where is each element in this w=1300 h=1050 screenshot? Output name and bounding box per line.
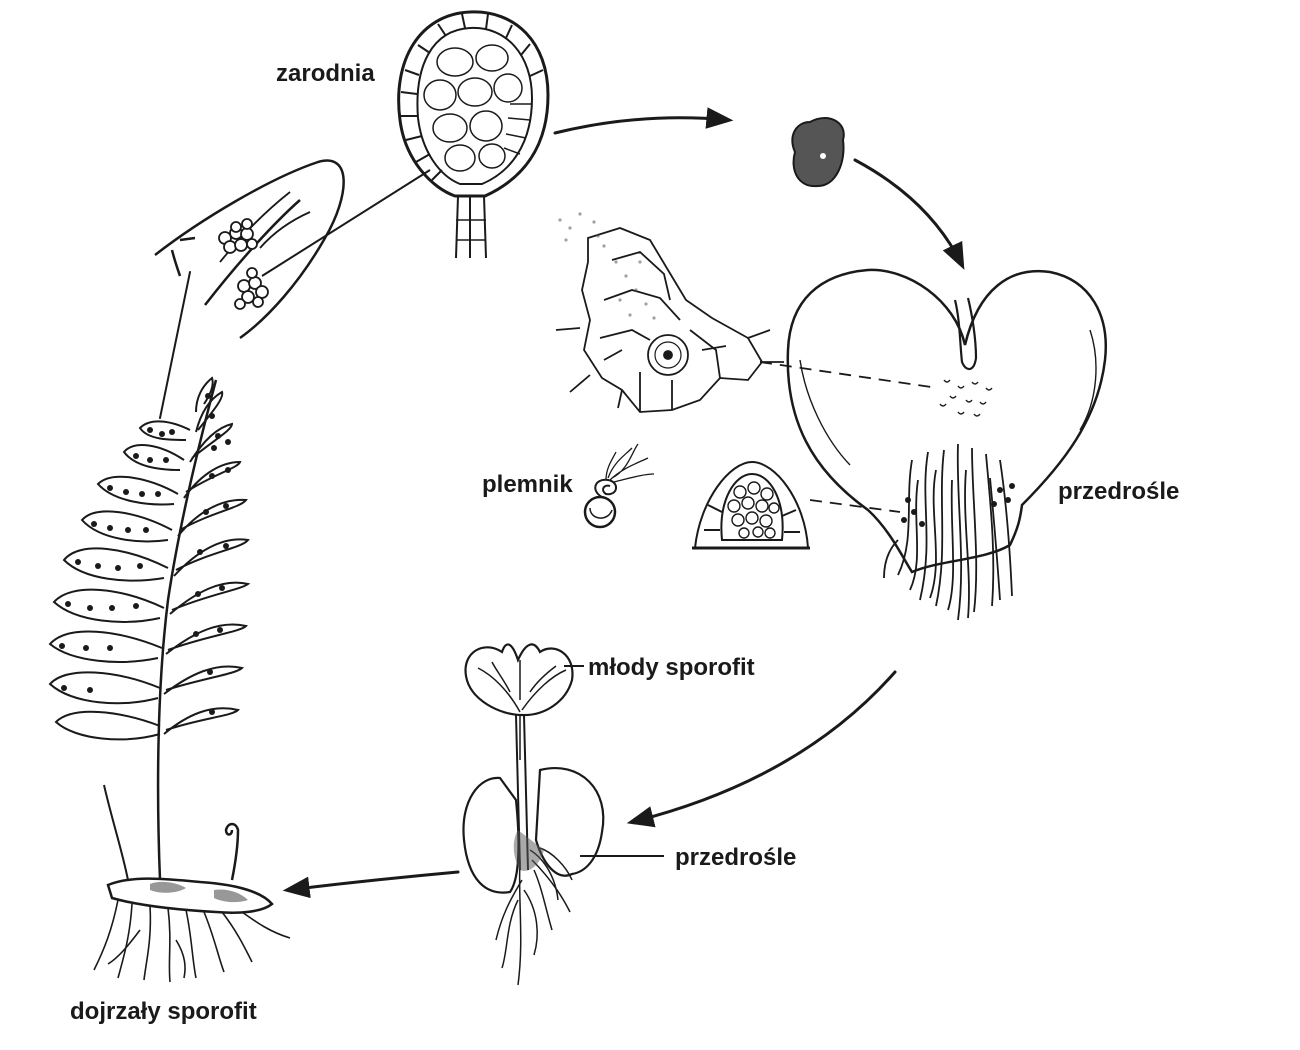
sporangium-drawing [397, 10, 550, 259]
arrow-sporangium-to-spore [553, 107, 734, 135]
spore-drawing [791, 117, 845, 188]
arrow-mature-to-sori-line [159, 271, 191, 419]
label-young-sporophyte: młody sporofit [588, 654, 755, 681]
label-prothallus-with-sporophyte: przedrośle [675, 844, 797, 871]
sorus-cluster-2 [234, 267, 269, 310]
label-sporangium: zarodnia [276, 60, 375, 87]
young-sporophyte-drawing [462, 643, 664, 986]
label-sperm: plemnik [482, 471, 573, 498]
antheridium-detail-drawing [692, 460, 810, 550]
arrow-spore-to-prothallus [853, 158, 965, 270]
cycle-arrows [159, 107, 965, 899]
arrow-young-to-mature-sporophyte [282, 870, 460, 899]
label-mature-sporophyte: dojrzały sporofit [70, 998, 257, 1025]
detail-pointer-lines [759, 361, 939, 513]
antheridium-sperm-cells [727, 481, 780, 539]
mature-sporophyte-drawing [48, 376, 291, 983]
label-prothallus: przedrośle [1058, 478, 1180, 505]
sori-detail-drawing [154, 159, 345, 340]
sporangium-pointer-line [261, 169, 431, 277]
prothallus-drawing [786, 268, 1107, 621]
sorus-cluster-1 [218, 218, 258, 254]
sperm-drawing [583, 443, 655, 529]
archegonium-detail-drawing [555, 212, 784, 413]
arrow-prothallus-to-young-sporophyte [626, 670, 897, 828]
